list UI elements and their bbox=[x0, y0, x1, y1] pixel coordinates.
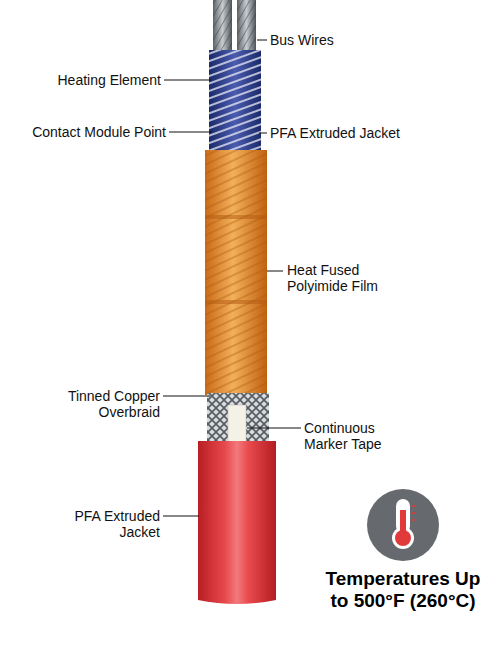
temperature-note: Temperatures Up to 500°F (260°C) bbox=[318, 568, 488, 612]
part-label: PFA Extruded Jacket bbox=[40, 508, 160, 540]
part-label: Bus Wires bbox=[270, 32, 390, 48]
part-label: Tinned Copper Overbraid bbox=[40, 388, 160, 420]
part-label: Contact Module Point bbox=[4, 124, 166, 140]
part-label: PFA Extruded Jacket bbox=[270, 125, 470, 141]
part-label: Heating Element bbox=[8, 72, 161, 88]
part-label: Continuous Marker Tape bbox=[304, 420, 414, 452]
part-label: Heat Fused Polyimide Film bbox=[287, 262, 397, 294]
